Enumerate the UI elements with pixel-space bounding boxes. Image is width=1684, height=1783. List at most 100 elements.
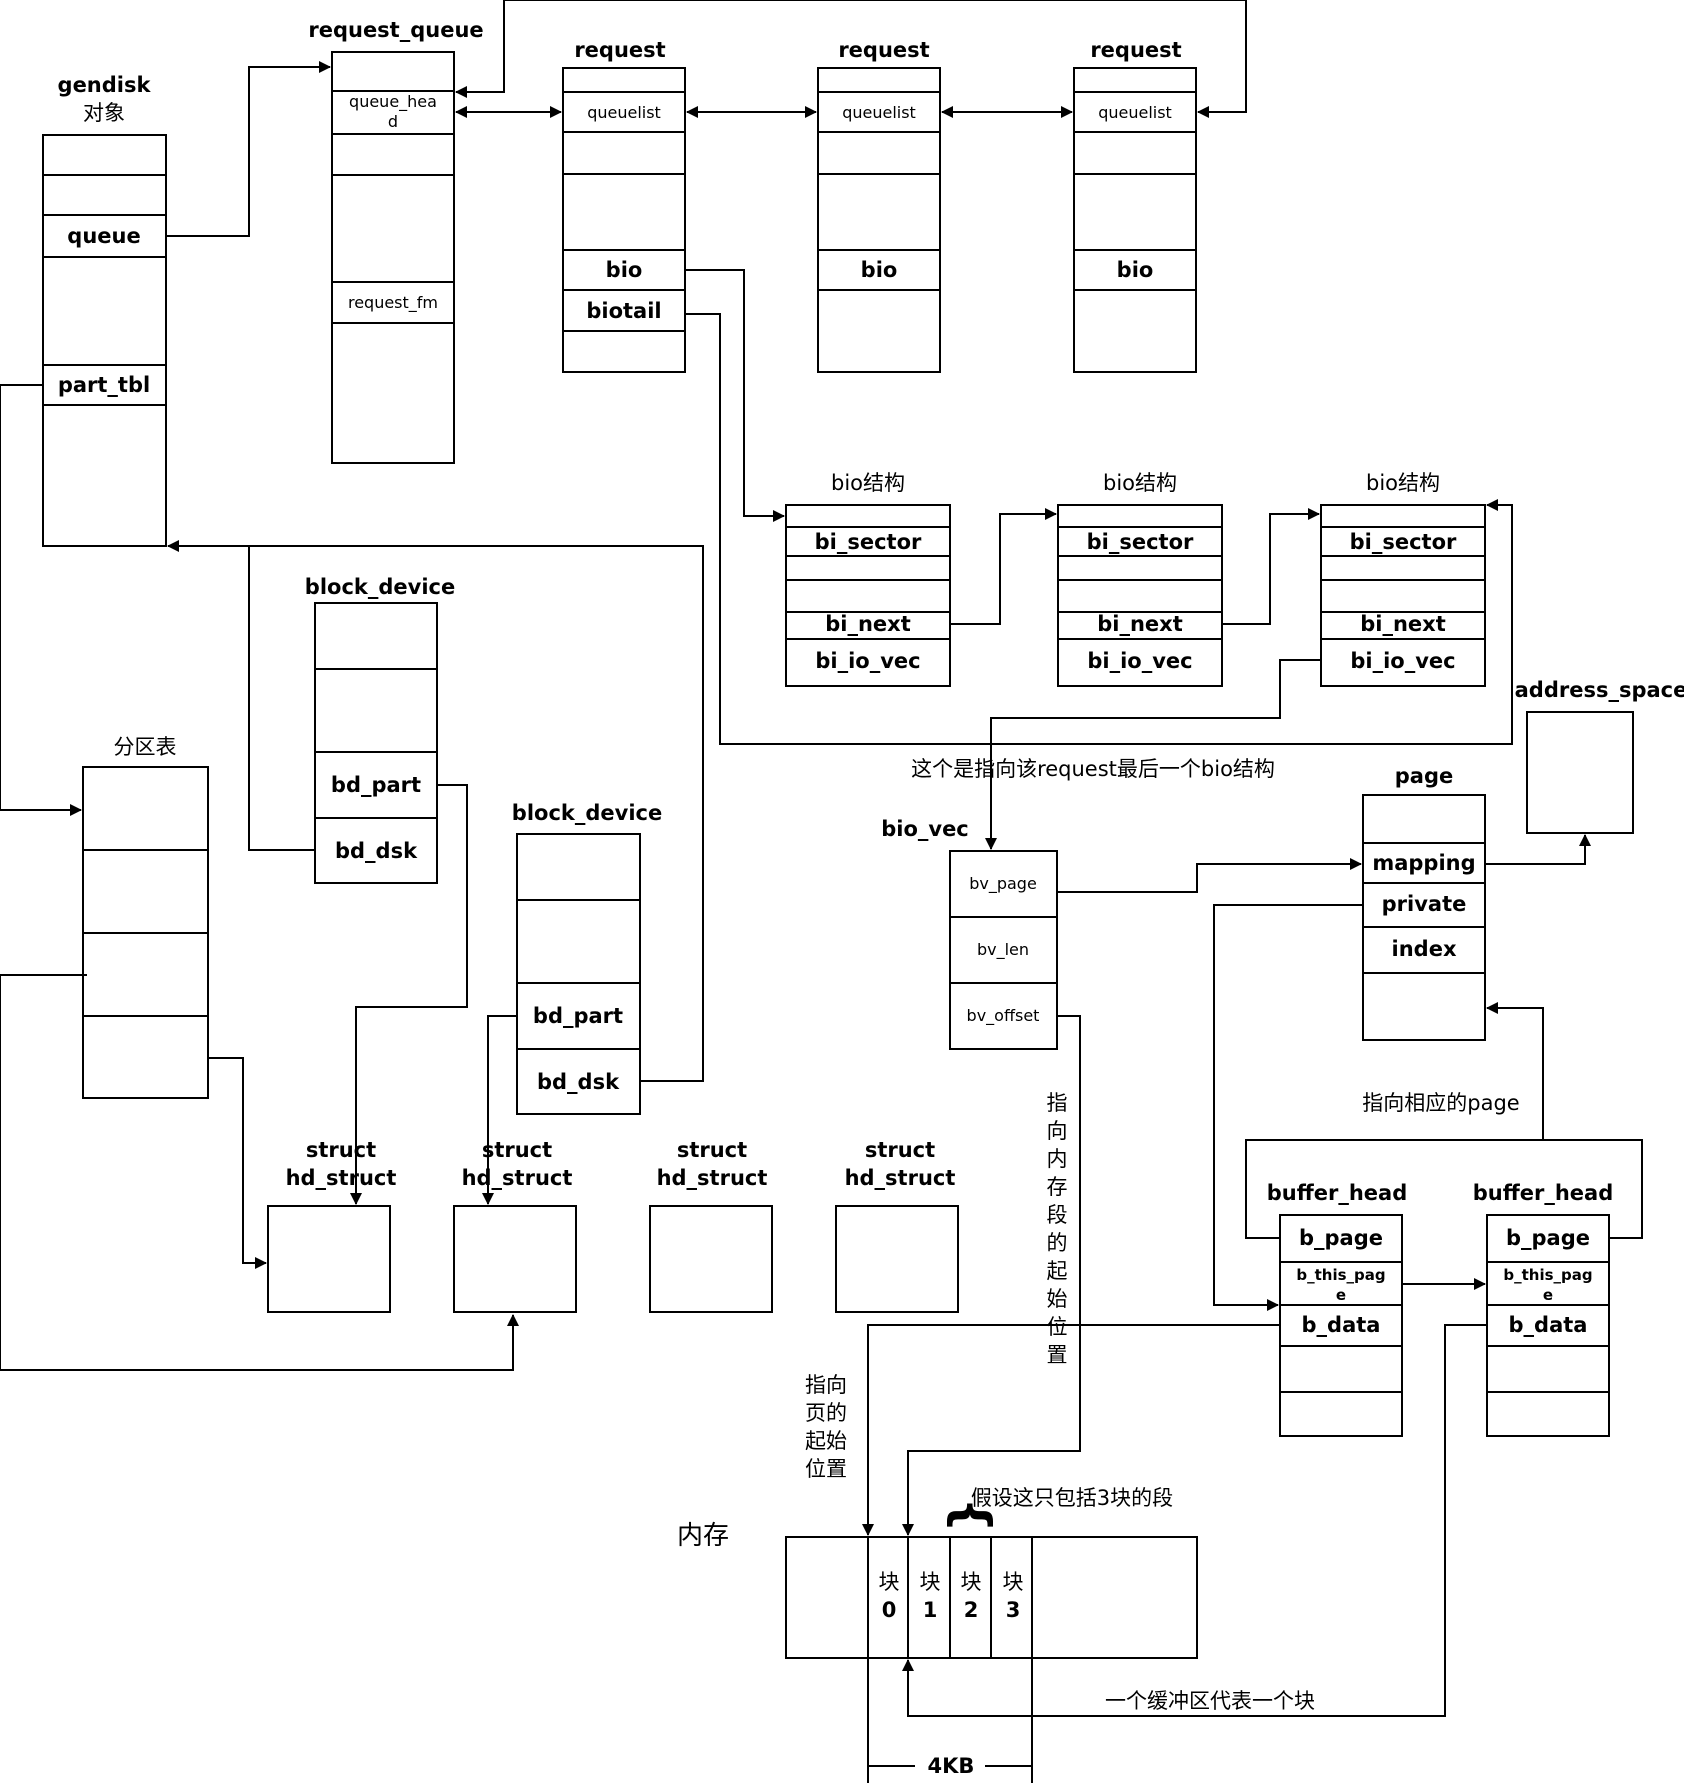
memory-block-1-char: 块 [920,1570,941,1594]
page-start-note: 指向 页的 起始 位置 [805,1373,847,1481]
hd-struct-4: struct hd_struct [835,1138,959,1313]
page-field-index: index [1392,937,1457,961]
bio-struct-1: bio结构 bi_sector bi_next bi_io_vec [785,471,951,687]
page-start-note-line: 位置 [805,1457,847,1481]
edge-bio-2-next-to-bio-3 [1222,508,1320,625]
bio-vec-object: bio_vec bv_page bv_len bv_offset [881,817,1058,1050]
page-start-note-line: 页的 [805,1401,847,1425]
buffer-head-2: buffer_head b_page b_this_pag e b_data [1473,1181,1614,1437]
page-field-mapping: mapping [1372,851,1475,875]
bv-offset-note-char: 向 [1047,1119,1068,1143]
memory-region: 内存 块 0 块 1 块 2 块 3 { 4KB [677,1497,1198,1783]
hd-struct-4-line1: struct [865,1138,935,1162]
partition-table-title: 分区表 [114,735,177,759]
edge-partition-to-hd-struct-1 [208,1057,267,1269]
edge-b-data-2-to-block-1 [902,1324,1487,1717]
gendisk-field-queue: queue [67,224,140,248]
request-1-field-bio: bio [606,258,643,282]
edge-private-to-buffer-head-1 [1213,904,1363,1311]
memory-block-0-num: 0 [882,1598,897,1622]
bio-struct-2: bio结构 bi_sector bi_next bi_io_vec [1057,471,1223,687]
gendisk-field-part-tbl: part_tbl [58,373,150,397]
hd-struct-3-line1: struct [677,1138,747,1162]
address-space-object: address_space [1515,678,1684,834]
edge-request-bio-to-bio-1 [685,269,785,522]
hd-struct-2-line1: struct [482,1138,552,1162]
request-1-title: request [574,38,665,62]
buffer-head-2-field-b-this-page-2: e [1543,1286,1553,1304]
edge-bd1-dsk-line [248,546,315,851]
bv-offset-note-char: 段 [1047,1203,1068,1227]
bio-3-field-bi-sector: bi_sector [1350,530,1457,554]
edge-part-tbl-to-partition-table [0,384,82,816]
page-start-note-line: 起始 [805,1429,847,1453]
edge-bd1-part-to-hd-struct-1 [350,784,468,1205]
buffer-head-1-field-b-data: b_data [1302,1313,1381,1337]
memory-block-2-num: 2 [964,1598,979,1622]
bv-offset-note-char: 的 [1047,1231,1068,1255]
edge-b-page-to-page [1486,1002,1544,1140]
page-object: page mapping private index [1362,764,1486,1041]
bio-1-field-bi-sector: bi_sector [815,530,922,554]
request-object-3: request queuelist bio [1073,38,1197,373]
request-queue-field-queue-head-2: d [388,112,398,131]
biotail-note: 这个是指向该request最后一个bio结构 [911,757,1275,781]
block-device-2-field-bd-dsk: bd_dsk [537,1070,620,1094]
bio-2-field-bi-io-vec: bi_io_vec [1087,649,1192,673]
request-queue-title: request_queue [308,18,483,42]
bv-offset-note-char: 内 [1047,1147,1068,1171]
memory-block-0-char: 块 [879,1570,900,1594]
memory-block-3-char: 块 [1003,1570,1024,1594]
buffer-head-2-title: buffer_head [1473,1181,1614,1205]
edge-request-biotail-to-bio-3 [685,313,1513,745]
bv-offset-note-char: 始 [1047,1287,1068,1311]
buffer-head-1-field-b-this-page-1: b_this_pag [1296,1266,1385,1284]
bio-vec-field-bv-len: bv_len [977,940,1029,960]
gendisk-title: gendisk [58,73,152,97]
bio-2-field-bi-sector: bi_sector [1087,530,1194,554]
hd-struct-2: struct hd_struct [453,1138,577,1313]
request-2-field-queuelist: queuelist [842,103,916,122]
bio-3-title: bio结构 [1366,471,1440,495]
bv-offset-note-char: 指 [1047,1091,1068,1115]
segment-brace: { [943,1497,1001,1533]
request-3-field-queuelist: queuelist [1098,103,1172,122]
block-device-2-title: block_device [512,801,662,825]
buffer-head-2-field-b-page: b_page [1506,1226,1590,1250]
connectors [0,0,1643,1717]
hd-struct-3-line2: hd_struct [657,1166,768,1190]
request-queue-field-queue-head-1: queue_hea [349,92,437,112]
memory-block-3-num: 3 [1006,1598,1021,1622]
edge-bi-io-vec-to-bio-vec [985,659,1321,850]
bio-1-field-bi-next: bi_next [825,612,911,636]
request-1-field-queuelist: queuelist [587,103,661,122]
hd-struct-1: struct hd_struct [267,1138,396,1313]
bio-2-field-bi-next: bi_next [1097,612,1183,636]
bv-offset-note-char: 位 [1047,1315,1068,1339]
segment-note: 假设这只包括3块的段 [971,1486,1173,1510]
request-queue-field-request-fn: request_fm [348,293,438,313]
edge-b-data-to-block-0 [862,1324,1280,1536]
hd-struct-1-line1: struct [306,1138,376,1162]
block-device-2-field-bd-part: bd_part [533,1004,623,1028]
edge-bv-page-to-page [1057,858,1362,893]
address-space-title: address_space [1515,678,1684,702]
bv-offset-note-char: 置 [1047,1343,1068,1367]
hd-struct-2-line2: hd_struct [462,1166,573,1190]
buffer-head-1: buffer_head b_page b_this_pag e b_data [1267,1181,1408,1437]
buffer-head-1-title: buffer_head [1267,1181,1408,1205]
memory-size-label: 4KB [928,1754,975,1778]
edge-bio-1-next-to-bio-2 [950,508,1057,625]
block-device-1-title: block_device [305,575,455,599]
edge-bd-dsk-to-gendisk [167,540,704,1082]
edge-b-page-loop [1245,1139,1643,1239]
edge-partition-to-hd-struct-2 [0,974,519,1371]
request-object-2: request queuelist bio [817,38,941,373]
bio-1-field-bi-io-vec: bi_io_vec [815,649,920,673]
partition-table: 分区表 [82,735,209,1099]
block-device-2: block_device bd_part bd_dsk [512,801,662,1115]
bio-3-field-bi-io-vec: bi_io_vec [1350,649,1455,673]
gendisk-subtitle: 对象 [83,101,125,125]
edge-mapping-to-address-space [1485,834,1591,865]
